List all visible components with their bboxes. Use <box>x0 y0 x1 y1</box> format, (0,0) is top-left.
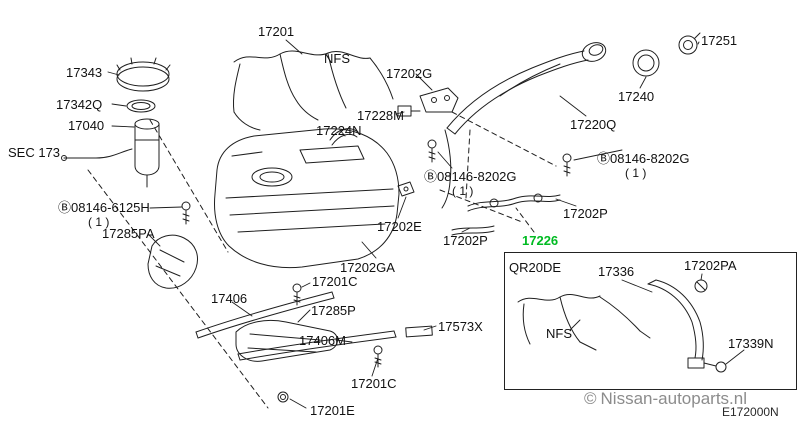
part-label-17201c-2[interactable]: 17201C <box>351 376 397 391</box>
fuel-pump-drawing <box>134 118 160 188</box>
inset-connector-17339n-drawing <box>687 357 727 373</box>
inset-panel <box>504 252 797 390</box>
nfs-label-2: NFS <box>546 326 572 341</box>
o-ring-drawing <box>126 99 156 113</box>
gasket-17240-drawing <box>632 49 660 77</box>
part-label-17220q[interactable]: 17220Q <box>570 117 617 132</box>
part-label-17201[interactable]: 17201 <box>258 24 295 39</box>
filler-cap-17251-drawing <box>678 32 701 55</box>
tank-protector-17285p-drawing <box>235 319 338 362</box>
hose-17224n-drawing <box>329 128 359 146</box>
tank-protector-17285pa-drawing <box>147 234 198 289</box>
part-label-17202g[interactable]: 17202G <box>386 66 433 81</box>
part-label-17285pa[interactable]: 17285PA <box>102 226 155 241</box>
bolt-6125h-drawing <box>181 201 191 225</box>
part-label-17202pa[interactable]: 17202PA <box>684 258 737 273</box>
part-label-17336[interactable]: 17336 <box>598 264 635 279</box>
part-label-17226[interactable]: 17226 <box>522 233 559 248</box>
filler-neck-drawing <box>441 42 607 209</box>
tank-band-17406-drawing <box>195 291 335 339</box>
inset-harness-drawing <box>517 293 651 351</box>
bolt-8202g-center-drawing <box>427 139 437 163</box>
part-label-17202e[interactable]: 17202E <box>377 219 422 234</box>
copyright-icon: © <box>584 389 597 408</box>
qty-label-1: ( 1 ) <box>88 215 110 229</box>
part-label-17228m[interactable]: 17228M <box>357 108 404 123</box>
part-label-17406[interactable]: 17406 <box>211 291 248 306</box>
bracket-17573x-drawing <box>405 325 433 338</box>
neck-bracket-17202g-drawing <box>419 87 459 113</box>
reference-dashed-lines <box>87 111 557 409</box>
wiring-harness-drawing <box>233 50 394 131</box>
part-label-17202p-2[interactable]: 17202P <box>443 233 488 248</box>
bolt-label-08146-8202g-2[interactable]: Ⓑ08146-8202G <box>597 151 690 166</box>
watermark-text: Nissan-autoparts.nl <box>600 389 747 408</box>
clip-17202e-drawing <box>397 181 415 197</box>
part-label-17240[interactable]: 17240 <box>618 89 655 104</box>
part-label-17573x[interactable]: 17573X <box>438 319 483 334</box>
part-label-17251[interactable]: 17251 <box>701 33 738 48</box>
part-label-17342q[interactable]: 17342Q <box>56 97 103 112</box>
part-label-17040[interactable]: 17040 <box>68 118 105 133</box>
part-label-17285p[interactable]: 17285P <box>311 303 356 318</box>
inset-hose-17336-drawing <box>647 279 704 361</box>
bolt-8202g-right-drawing <box>562 153 572 177</box>
part-label-17201c-1[interactable]: 17201C <box>312 274 358 289</box>
part-label-17201e[interactable]: 17201E <box>310 403 355 418</box>
qty-label-2: ( 1 ) <box>452 184 474 198</box>
section-ref-label[interactable]: SEC 173 <box>8 145 61 160</box>
part-label-17202p-1[interactable]: 17202P <box>563 206 608 221</box>
nfs-label-1: NFS <box>324 51 350 66</box>
watermark: ©Nissan-autoparts.nl <box>584 390 747 408</box>
part-label-17202ga[interactable]: 17202GA <box>340 260 395 275</box>
engine-code-label: QR20DE <box>509 260 562 275</box>
fuel-tank-drawing <box>214 128 400 269</box>
diagram-code: E172000N <box>722 405 779 419</box>
part-label-17343[interactable]: 17343 <box>66 65 103 80</box>
connector-17228m-drawing <box>397 105 421 117</box>
inset-leader-lines <box>569 273 745 365</box>
leader-lines <box>107 39 700 409</box>
bolt-label-08146-6125h[interactable]: Ⓑ08146-6125H <box>58 200 150 215</box>
part-label-17224n[interactable]: 17224N <box>316 123 362 138</box>
tank-band-17406m-drawing <box>237 330 397 361</box>
part-label-17339n[interactable]: 17339N <box>728 336 774 351</box>
fuel-hoses-17202p-drawing <box>451 193 561 236</box>
qty-label-3: ( 1 ) <box>625 166 647 180</box>
part-label-17406m[interactable]: 17406M <box>299 333 346 348</box>
bolt-label-08146-8202g-1[interactable]: Ⓑ08146-8202G <box>424 169 517 184</box>
nut-17201e-drawing <box>277 391 289 403</box>
sec173-hose-drawing <box>61 148 133 161</box>
